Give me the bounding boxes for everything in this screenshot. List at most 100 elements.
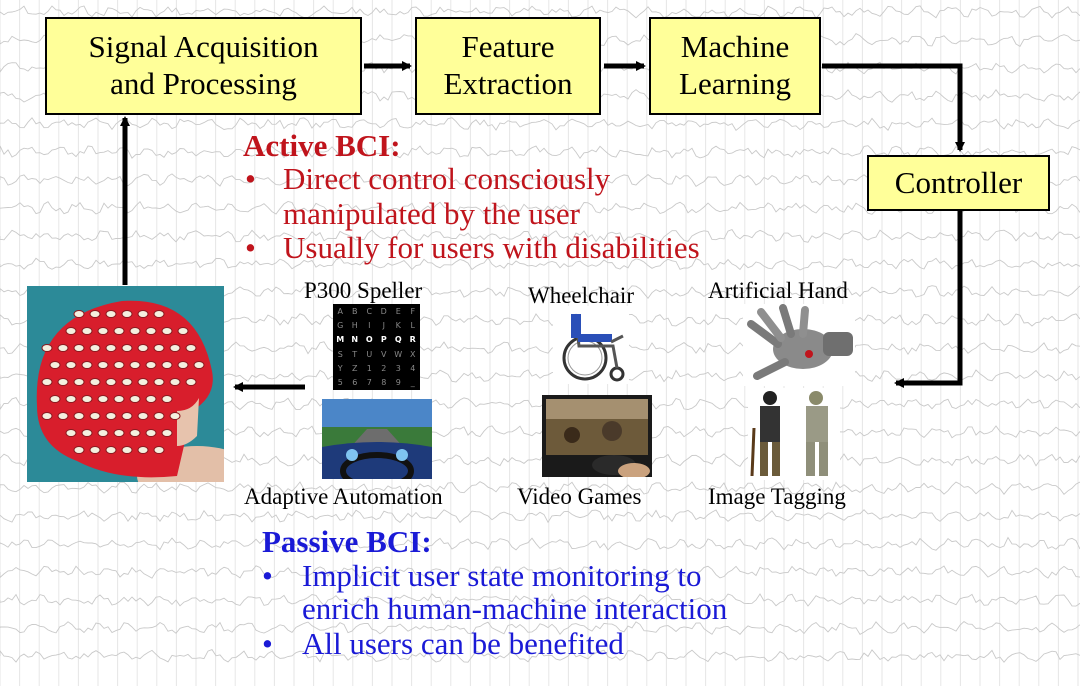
eeg-trace	[0, 257, 1080, 271]
electrode	[73, 446, 85, 454]
electrode	[145, 327, 157, 335]
active-line-2: manipulated by the user	[283, 196, 580, 231]
electrode	[113, 429, 125, 437]
speller-cell: A	[337, 306, 343, 316]
electrode	[145, 361, 157, 369]
speller-cell: R	[409, 335, 416, 345]
electrode	[129, 429, 141, 437]
electrode	[161, 327, 173, 335]
speller-cell: Y	[337, 363, 343, 373]
electrode	[121, 344, 133, 352]
electrode	[153, 378, 165, 386]
eeg-trace	[0, 200, 1080, 215]
eeg-trace	[0, 621, 1080, 636]
speller-cell: 9	[395, 378, 401, 388]
active-line-3: Usually for users with disabilities	[283, 230, 700, 265]
passive-bullet-2: • All users can be benefited	[262, 628, 624, 659]
active-bullet-2: • Usually for users with disabilities	[245, 232, 700, 263]
electrode	[65, 395, 77, 403]
speller-cell: P	[380, 335, 387, 345]
electrode	[113, 361, 125, 369]
speller-cell: C	[366, 306, 373, 316]
electrode	[185, 344, 197, 352]
electrode	[153, 446, 165, 454]
electrode	[137, 344, 149, 352]
electrode	[161, 395, 173, 403]
controller-box: Controller	[867, 155, 1050, 211]
eeg-trace	[0, 509, 1080, 524]
speller-cell: M	[336, 335, 345, 345]
speller-cell: 8	[381, 378, 387, 388]
feature-extraction-box: Feature Extraction	[415, 17, 601, 115]
speller-cell: Q	[394, 335, 402, 345]
driving-cockpit-icon	[322, 399, 432, 479]
electrode	[105, 310, 117, 318]
electrode	[121, 446, 133, 454]
wheelchair-image	[553, 306, 629, 384]
speller-cell: 2	[381, 363, 387, 373]
artificial-hand-image	[743, 304, 855, 386]
electrode	[113, 327, 125, 335]
electrode	[161, 361, 173, 369]
label-video-games: Video Games	[517, 484, 642, 509]
eeg-cap-photo	[27, 286, 224, 482]
speller-cell: 7	[366, 378, 372, 388]
bullet-marker: •	[262, 558, 273, 593]
passive-line-3: All users can be benefited	[302, 626, 624, 661]
electrode	[97, 395, 109, 403]
electrode	[65, 327, 77, 335]
electrode	[153, 412, 165, 420]
electrode	[153, 344, 165, 352]
eeg-trace	[0, 593, 1080, 607]
speller-cell: 6	[352, 378, 358, 388]
electrode	[41, 344, 53, 352]
electrode	[121, 378, 133, 386]
electrode	[161, 429, 173, 437]
electrode	[97, 327, 109, 335]
electrode	[185, 378, 197, 386]
eeg-trace	[0, 536, 1080, 551]
electrode	[105, 344, 117, 352]
electrode	[193, 361, 205, 369]
speller-cell: T	[352, 349, 358, 359]
electrode	[137, 412, 149, 420]
electrode	[73, 344, 85, 352]
electrode	[137, 310, 149, 318]
electrode	[81, 429, 93, 437]
adaptive-automation-image	[322, 399, 432, 479]
eeg-trace	[0, 229, 1080, 243]
wheelchair-icon	[562, 313, 625, 382]
passive-bullet-1: • Implicit user state monitoring to	[262, 558, 702, 593]
electrode	[129, 395, 141, 403]
electrode	[169, 412, 181, 420]
electrode	[89, 378, 101, 386]
eeg-trace	[0, 117, 1080, 131]
electrode	[81, 395, 93, 403]
speller-cell: 3	[395, 363, 401, 373]
eeg-trace	[0, 648, 1080, 663]
electrode	[73, 378, 85, 386]
speller-cell: H	[351, 320, 358, 330]
speller-cell: B	[352, 306, 358, 316]
electrode	[105, 446, 117, 454]
electrode	[105, 412, 117, 420]
image-tagging-image	[748, 388, 840, 480]
passive-bci-title: Passive BCI:	[262, 524, 432, 559]
electrode	[41, 378, 53, 386]
active-line-1: Direct control consciously	[283, 161, 611, 196]
eeg-trace	[0, 565, 1080, 579]
electrode	[73, 412, 85, 420]
electrode	[169, 378, 181, 386]
electrode	[129, 327, 141, 335]
speller-cell: 1	[366, 363, 372, 373]
speller-cell: 5	[337, 378, 343, 388]
robotic-hand-icon	[747, 304, 853, 380]
label-p300-speller: P300 Speller	[304, 278, 423, 303]
electrode	[177, 327, 189, 335]
speller-cell: L	[410, 320, 415, 330]
signal-acquisition-box: Signal Acquisition and Processing	[45, 17, 362, 115]
electrode	[169, 344, 181, 352]
speller-cell: G	[337, 320, 344, 330]
electrode	[73, 310, 85, 318]
